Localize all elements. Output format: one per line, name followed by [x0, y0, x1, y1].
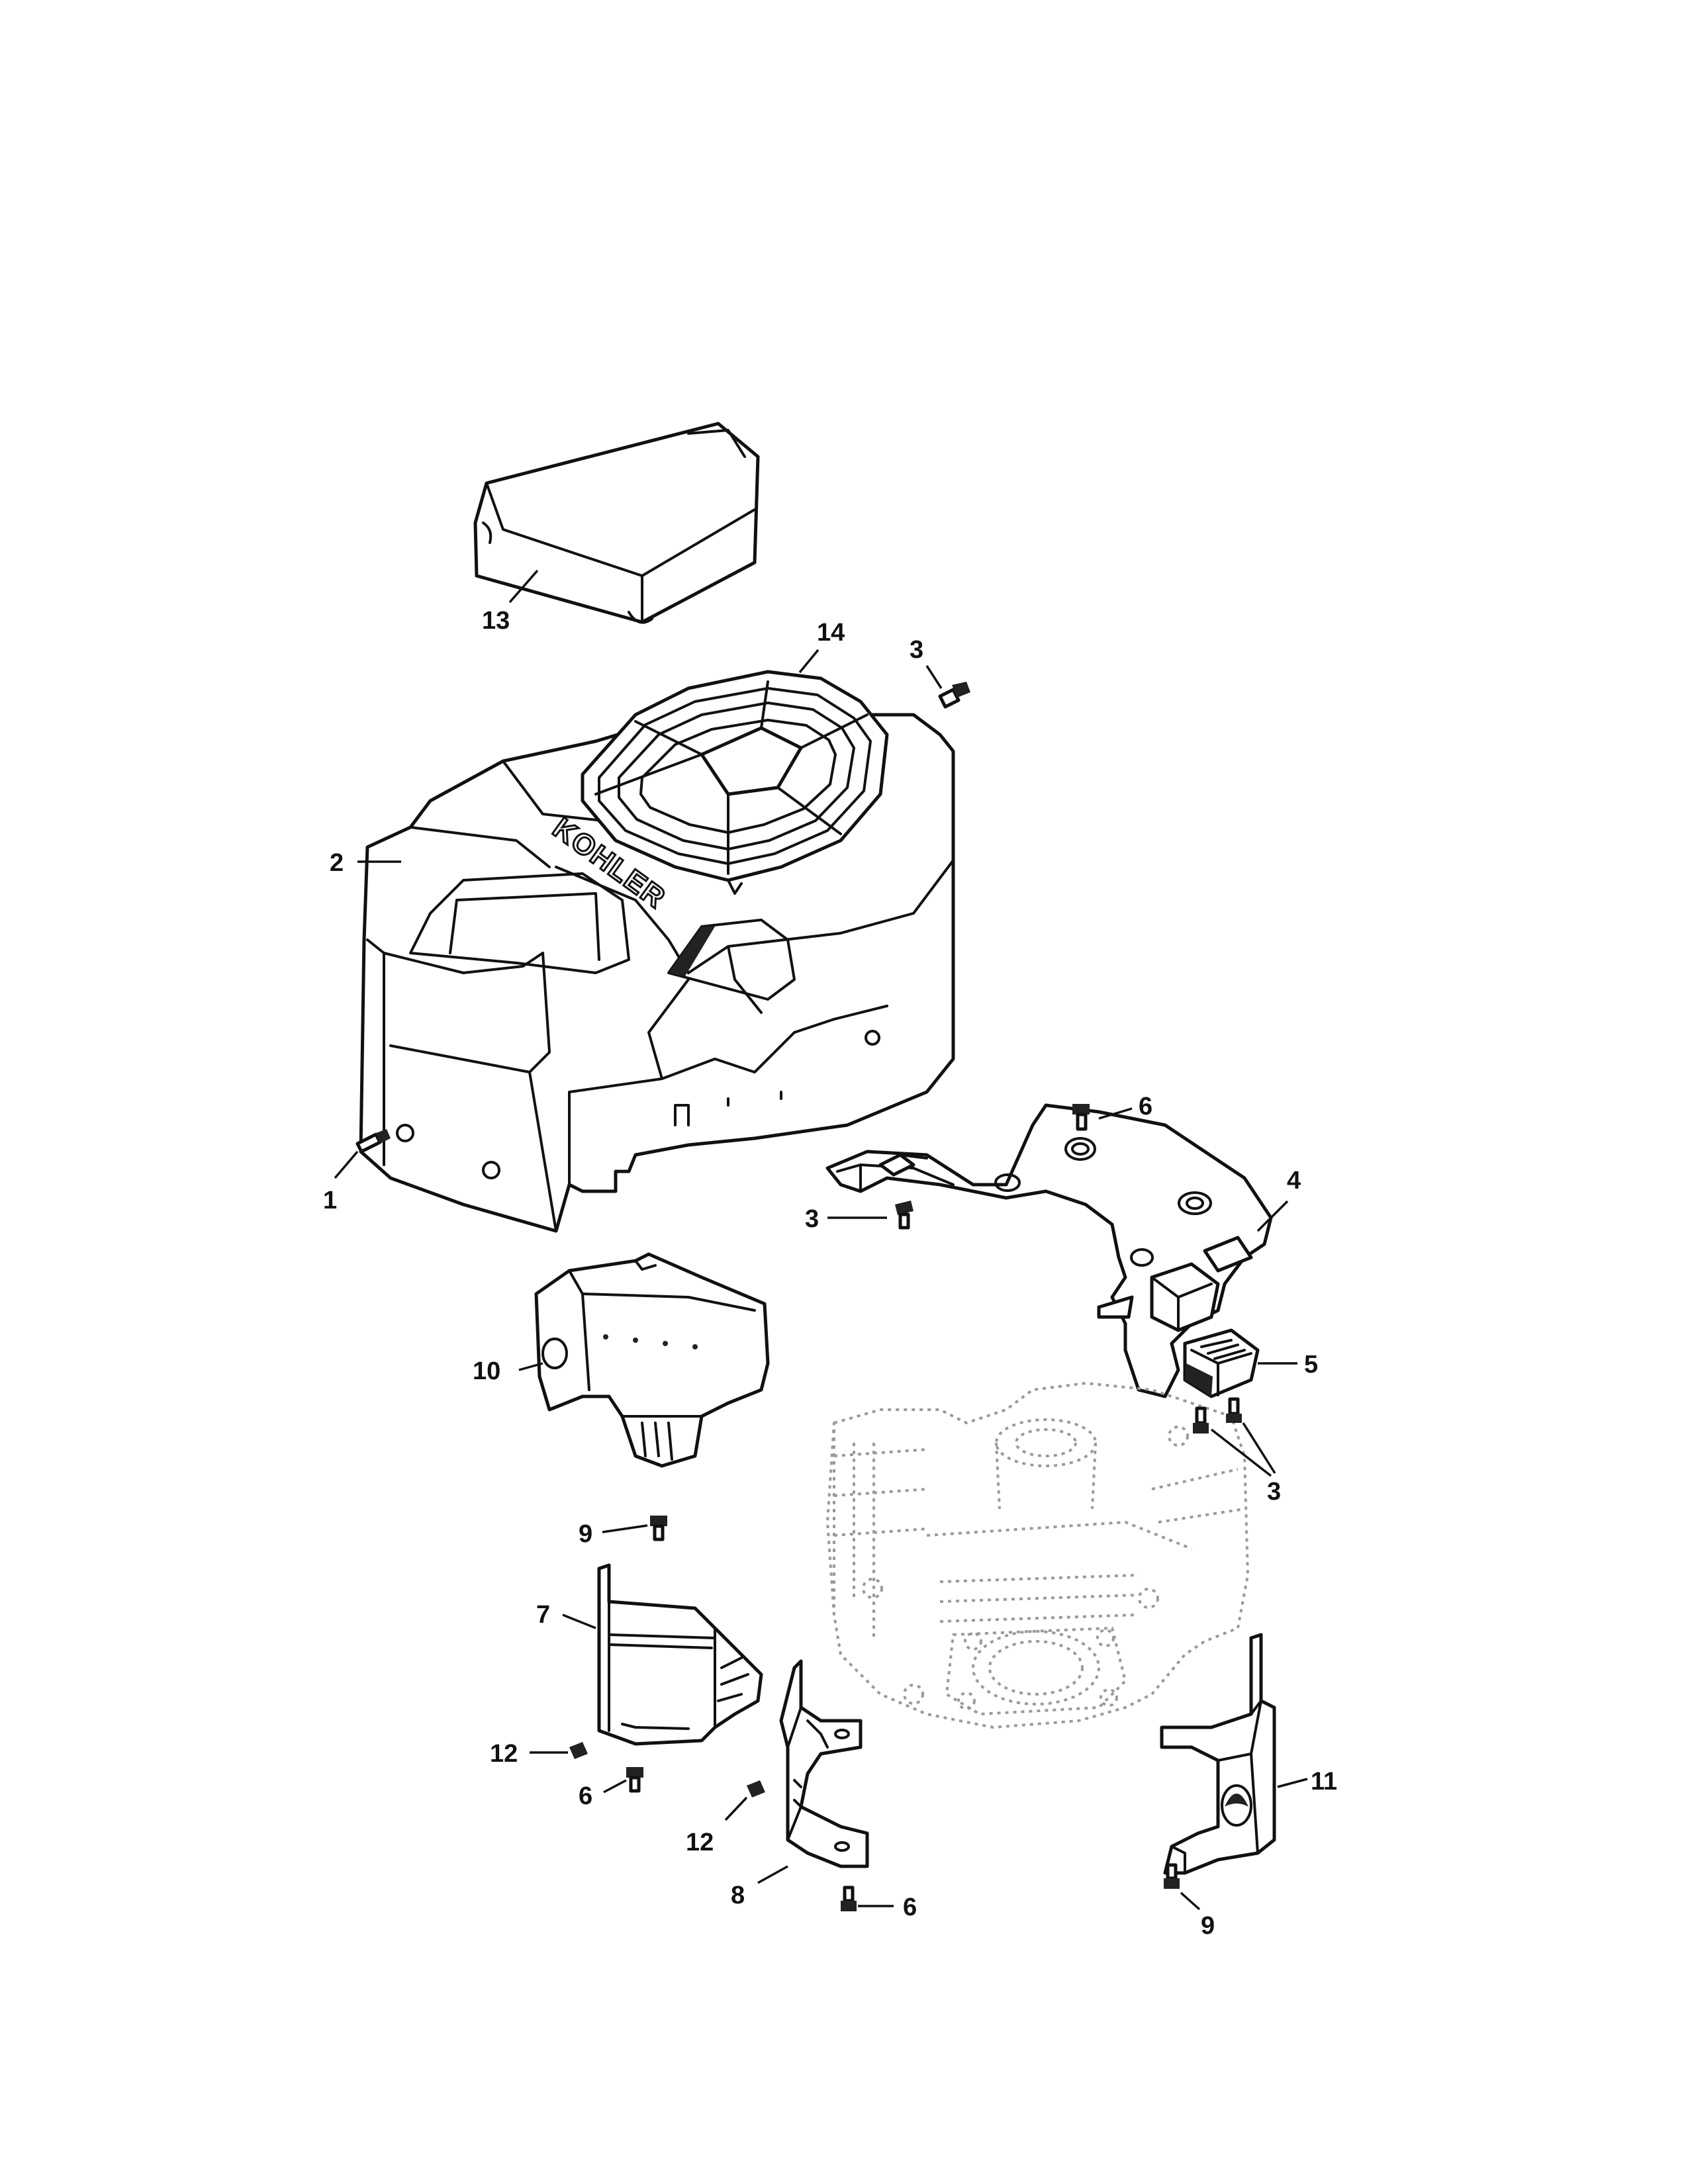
- bolt-3-module-a: [1193, 1406, 1209, 1433]
- callout-labels: 13 14 3 2 1 6 4 3 5 3 10 9 7 12 6 12 8 6…: [323, 607, 1337, 1940]
- callout-4: 4: [1287, 1167, 1301, 1195]
- callout-8: 8: [731, 1882, 745, 1909]
- part-5-module: [1150, 1262, 1260, 1398]
- callout-6-left: 6: [579, 1782, 592, 1810]
- bolt-9-right: [1164, 1863, 1180, 1889]
- callout-9-shroud: 9: [579, 1520, 592, 1548]
- part-13-intake-cover: [473, 422, 760, 624]
- bolt-6-top: [1072, 1104, 1090, 1131]
- bolt-6-left: [626, 1767, 643, 1793]
- bolt-3-top: [938, 682, 970, 709]
- bolt-9-shroud: [650, 1516, 667, 1541]
- callout-13: 13: [482, 607, 510, 635]
- bolt-12-mid: [747, 1780, 765, 1797]
- callout-6-top: 6: [1139, 1093, 1152, 1120]
- callout-3-baffle: 3: [805, 1205, 819, 1233]
- callout-1: 1: [323, 1187, 337, 1214]
- part-7-lower-shroud: [597, 1563, 763, 1746]
- callout-6-bottom: 6: [903, 1893, 917, 1921]
- callout-3-top: 3: [910, 636, 923, 664]
- callout-14: 14: [817, 619, 845, 647]
- callout-12-mid: 12: [686, 1829, 714, 1856]
- part-11-right-shroud: [1160, 1633, 1276, 1875]
- bolt-12-left: [569, 1742, 588, 1759]
- part-4-baffle: [825, 1103, 1273, 1398]
- screw-1: [355, 1129, 391, 1154]
- callout-9-right: 9: [1201, 1912, 1215, 1940]
- part-10-side-shroud: [534, 1252, 770, 1468]
- engine-block: [826, 1382, 1249, 1729]
- callout-7: 7: [536, 1601, 550, 1629]
- callout-11: 11: [1311, 1768, 1337, 1796]
- callout-10: 10: [473, 1357, 500, 1385]
- bolt-3-baffle: [895, 1201, 914, 1230]
- leader-lines: [334, 569, 1308, 1911]
- callout-5: 5: [1304, 1351, 1318, 1379]
- callout-3-module: 3: [1267, 1478, 1281, 1506]
- callout-2: 2: [330, 849, 344, 877]
- part-8-bracket: [779, 1659, 869, 1868]
- bolt-6-bottom: [841, 1886, 857, 1911]
- callout-12-left: 12: [490, 1740, 518, 1768]
- part-14-grille: [581, 670, 889, 895]
- bolt-3-module-b: [1226, 1397, 1242, 1423]
